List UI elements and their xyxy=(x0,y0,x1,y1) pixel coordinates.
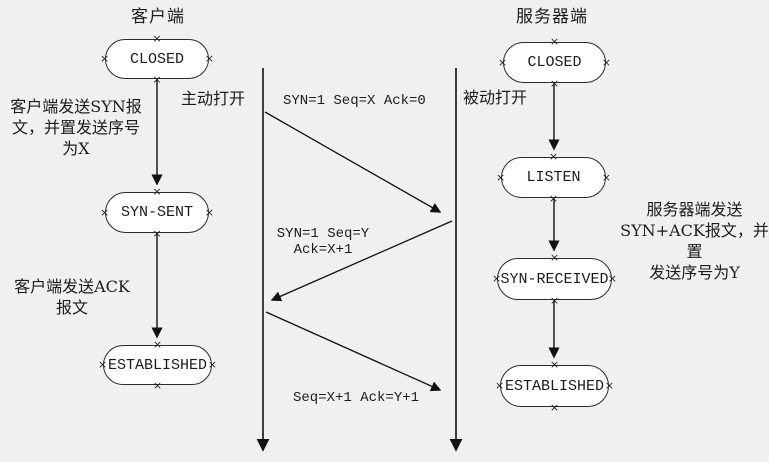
connector-handle: × xyxy=(548,192,559,205)
connector-handle: × xyxy=(548,150,559,163)
connector-handle: × xyxy=(100,51,110,65)
connector-handle: × xyxy=(152,32,162,45)
connector-handle: × xyxy=(204,205,214,219)
client-title: 客户端 xyxy=(131,7,185,27)
connector-handle: × xyxy=(496,170,506,184)
connector-handle: × xyxy=(549,35,560,48)
server-synack-annotation: 服务器端发送 SYN+ACK报文，并置 发送序号为Y xyxy=(620,200,769,283)
connector-handle: × xyxy=(549,77,560,90)
connector-handle: × xyxy=(601,55,611,69)
connector-handle: × xyxy=(207,357,217,371)
state-client-closed: × × × × CLOSED xyxy=(100,33,214,85)
connector-handle: × xyxy=(604,378,614,392)
passive-open-label: 被动打开 xyxy=(463,88,528,107)
state-server-listen: × × × × LISTEN xyxy=(496,151,611,204)
connector-handle: × xyxy=(549,294,560,307)
state-client-established: × × × × ESTABLISHED xyxy=(98,339,217,391)
connector-handle: × xyxy=(607,271,617,285)
connector-handle: × xyxy=(492,271,502,285)
syn-message-label: SYN=1 Seq=X Ack=0 xyxy=(283,93,426,109)
connector-handle: × xyxy=(152,338,163,351)
syn-message-arrow xyxy=(264,111,442,213)
synack-message-arrow xyxy=(270,220,453,302)
state-client-syn-sent: × × × × SYN-SENT xyxy=(100,186,214,239)
synack-message-label: SYN=1 Seq=Y Ack=X+1 xyxy=(276,226,370,258)
state-label: ESTABLISHED xyxy=(504,377,605,395)
state-label: SYN-RECEIVED xyxy=(500,270,609,288)
state-label: LISTEN xyxy=(526,169,581,186)
connector-handle: × xyxy=(601,170,611,184)
connector-handle: × xyxy=(152,227,162,240)
connector-handle: × xyxy=(152,185,162,198)
state-label: CLOSED xyxy=(129,50,184,68)
connector-handle: × xyxy=(204,51,214,65)
connector-handle: × xyxy=(152,73,162,86)
client-ack-annotation: 客户端发送ACK 报文 xyxy=(14,277,130,318)
connector-handle: × xyxy=(549,401,560,414)
client-syn-annotation: 客户端发送SYN报 文，并置发送序号 为X xyxy=(10,97,142,159)
connector-handle: × xyxy=(495,378,505,392)
connector-handle: × xyxy=(549,358,560,371)
state-label: CLOSED xyxy=(527,54,582,71)
connector-handle: × xyxy=(498,55,508,69)
connector-handle: × xyxy=(98,357,108,371)
connector-handle: × xyxy=(152,379,163,392)
connector-handle: × xyxy=(549,251,560,264)
state-label: ESTABLISHED xyxy=(107,356,208,374)
server-title: 服务器端 xyxy=(516,7,588,27)
connector-handle: × xyxy=(100,205,110,219)
state-server-syn-received: × × × × SYN-RECEIVED xyxy=(492,252,617,306)
state-server-established: × × × × ESTABLISHED xyxy=(495,359,614,413)
state-label: SYN-SENT xyxy=(120,204,193,221)
state-server-closed: × × × × CLOSED xyxy=(498,36,611,89)
ack-message-label: Seq=X+1 Ack=Y+1 xyxy=(293,390,420,406)
active-open-label: 主动打开 xyxy=(181,89,246,108)
ack-message-arrow xyxy=(265,311,442,392)
